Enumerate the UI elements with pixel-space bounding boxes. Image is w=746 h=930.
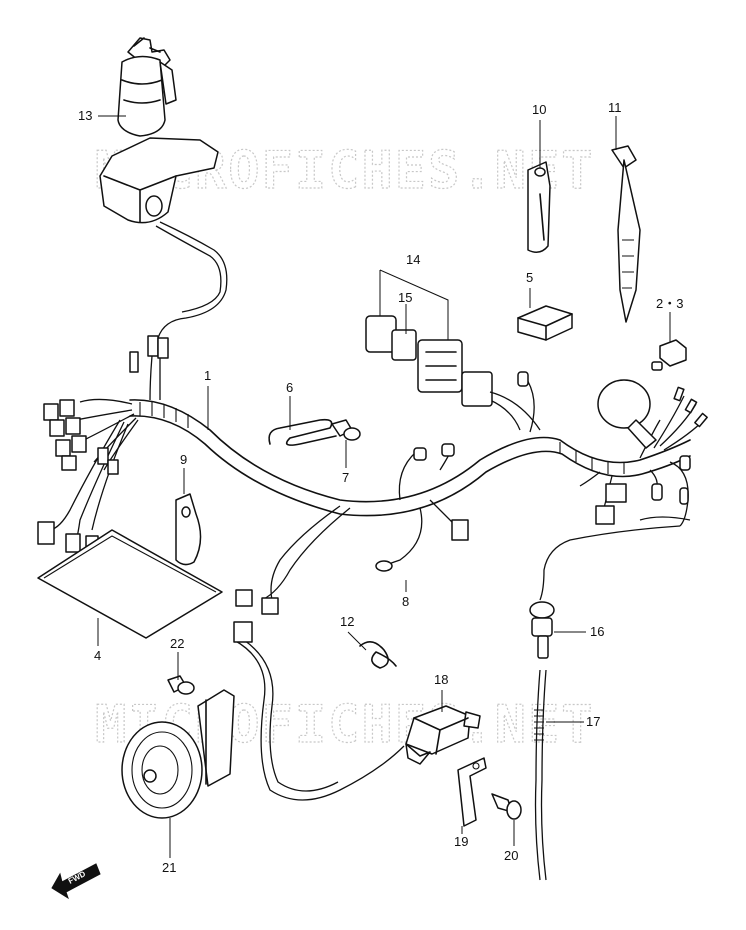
ignition-switch (99, 37, 228, 339)
right-connector-cluster (235, 371, 708, 615)
horn (121, 621, 405, 819)
bracket-10 (527, 161, 551, 253)
cable-tie-11 (611, 145, 641, 323)
callout-7: 7 (342, 470, 349, 485)
left-connector-cluster (37, 335, 169, 553)
bolt-22 (167, 675, 195, 695)
callout-11: 11 (608, 100, 622, 115)
small-bracket-2-3 (651, 339, 687, 371)
wire-clip-12 (359, 641, 397, 669)
callout-21: 21 (162, 860, 176, 875)
fwd-arrow-icon: FWD (51, 863, 101, 900)
callout-2-3: 2・3 (656, 296, 683, 311)
protective-sheet (37, 529, 223, 639)
callout-17: 17 (586, 714, 600, 729)
screw-20 (491, 793, 522, 820)
callout-13: 13 (78, 108, 92, 123)
callout-19: 19 (454, 834, 468, 849)
resistor-block (517, 305, 573, 341)
bolt-7 (331, 419, 361, 441)
callout-16: 16 (590, 624, 604, 639)
callout-22: 22 (170, 636, 184, 651)
speedometer-sensor (529, 601, 555, 881)
callout-10: 10 (532, 102, 546, 117)
relay-connector-assembly (365, 269, 541, 431)
callout-14: 14 (406, 252, 420, 267)
callout-6: 6 (286, 380, 293, 395)
callouts: 13 1 6 7 9 10 11 14 15 5 2・3 8 4 12 22 1… (78, 100, 683, 875)
bracket-19 (457, 757, 487, 827)
callout-1: 1 (204, 368, 211, 383)
neutral-switch-18 (405, 705, 481, 765)
callout-5: 5 (526, 270, 533, 285)
callout-20: 20 (504, 848, 518, 863)
main-wiring-harness (49, 355, 705, 601)
callout-leaders (97, 115, 671, 858)
callout-4: 4 (94, 648, 101, 663)
callout-15: 15 (398, 290, 412, 305)
callout-18: 18 (434, 672, 448, 687)
callout-12: 12 (340, 614, 354, 629)
wire-clip-6 (268, 418, 337, 446)
clamp-9 (175, 493, 202, 566)
callout-8: 8 (402, 594, 409, 609)
callout-9: 9 (180, 452, 187, 467)
